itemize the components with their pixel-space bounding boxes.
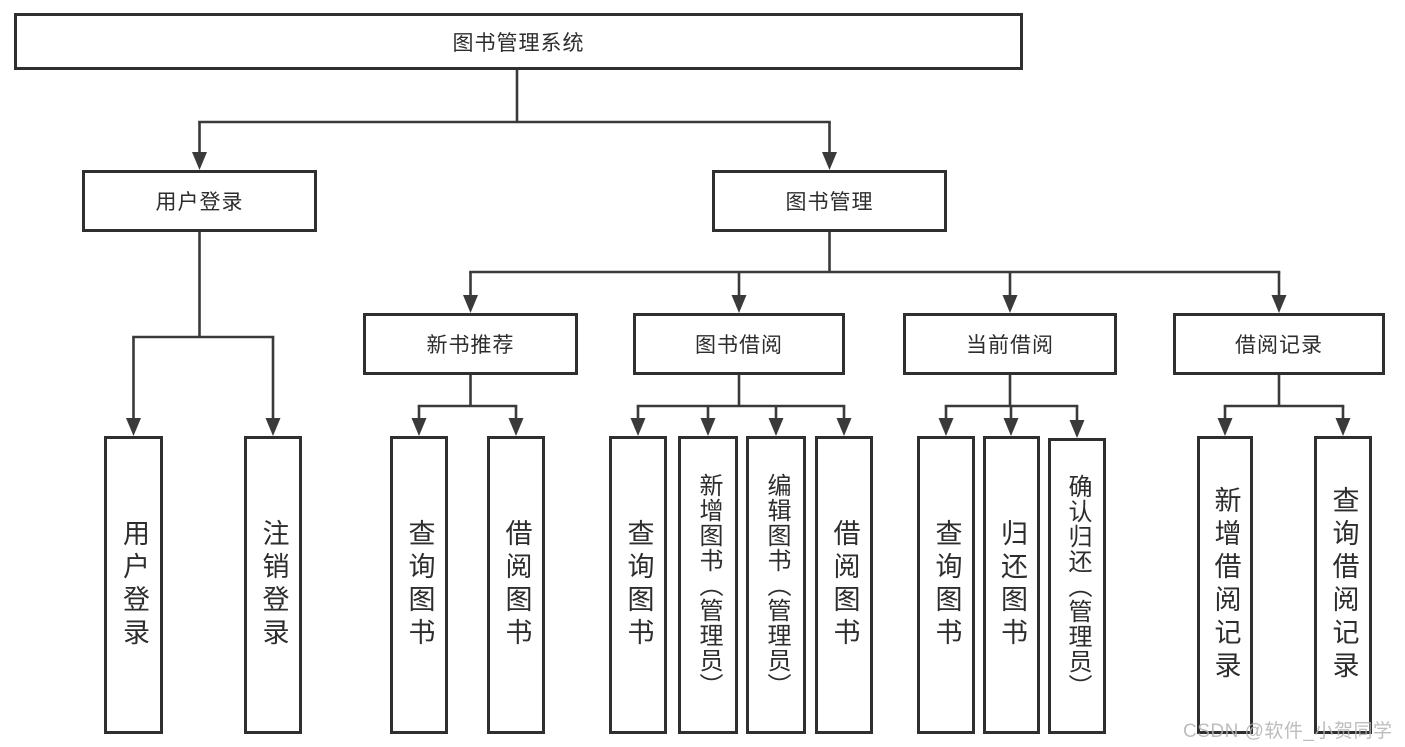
node-borrow-records-label: 借阅记录 xyxy=(1235,334,1323,357)
node-current-borrow: 当前借阅 xyxy=(903,313,1117,375)
leaf-query-borrow-record: 查询借阅记录 xyxy=(1314,436,1372,734)
leaf-edit-books-admin: 编辑图书（管理员） xyxy=(746,436,806,734)
arrowhead-down-icon xyxy=(1217,418,1233,436)
arrowhead-down-icon xyxy=(463,295,478,313)
leaf-add-books-admin-label: 新增图书（管理员） xyxy=(695,472,722,698)
leaf-add-books-admin: 新增图书（管理员） xyxy=(678,436,738,734)
arrowhead-down-icon xyxy=(938,418,954,436)
leaf-confirm-return-admin: 确认归还（管理员） xyxy=(1048,438,1106,734)
node-root-label: 图书管理系统 xyxy=(452,31,585,55)
leaf-borrow-books: 借阅图书 xyxy=(815,436,873,734)
node-root: 图书管理系统 xyxy=(14,13,1023,70)
arrowhead-down-icon xyxy=(1335,418,1351,436)
arrowhead-down-icon xyxy=(411,418,427,436)
leaf-add-borrow-record-label: 新增借阅记录 xyxy=(1210,486,1241,684)
watermark: CSDN @软件_小贺同学 xyxy=(1183,721,1393,742)
node-user-login: 用户登录 xyxy=(82,170,317,232)
arrowhead-down-icon xyxy=(822,152,837,170)
arrowhead-down-icon xyxy=(192,152,207,170)
leaf-edit-books-admin-label: 编辑图书（管理员） xyxy=(763,472,790,698)
arrowhead-down-icon xyxy=(265,418,281,436)
leaf-query-books-recommend-label: 查询图书 xyxy=(404,519,435,651)
node-book-borrow-label: 图书借阅 xyxy=(695,334,783,357)
leaf-return-books-label: 归还图书 xyxy=(997,519,1027,651)
node-user-login-label: 用户登录 xyxy=(155,191,244,214)
arrowhead-down-icon xyxy=(731,295,747,313)
leaf-query-books-current: 查询图书 xyxy=(917,436,975,734)
arrowhead-down-icon xyxy=(508,418,524,436)
leaf-query-books-current-label: 查询图书 xyxy=(931,519,962,651)
arrowhead-down-icon xyxy=(700,418,716,436)
leaf-return-books: 归还图书 xyxy=(983,436,1040,734)
node-borrow-records: 借阅记录 xyxy=(1173,313,1385,375)
node-book-management-label: 图书管理 xyxy=(785,191,874,214)
node-book-management: 图书管理 xyxy=(712,170,947,232)
arrowhead-down-icon xyxy=(630,418,646,436)
arrowhead-down-icon xyxy=(126,418,141,436)
leaf-borrow-books-recommend-label: 借阅图书 xyxy=(501,519,532,651)
arrowhead-down-icon xyxy=(1003,418,1019,436)
leaf-query-books-borrow: 查询图书 xyxy=(609,436,667,734)
node-new-book-recommend: 新书推荐 xyxy=(363,313,578,375)
arrowhead-down-icon xyxy=(1002,295,1018,313)
leaf-add-borrow-record: 新增借阅记录 xyxy=(1197,436,1253,734)
leaf-logout-label: 注销登录 xyxy=(258,519,289,651)
leaf-borrow-books-recommend: 借阅图书 xyxy=(487,436,545,734)
leaf-query-books-recommend: 查询图书 xyxy=(390,436,448,734)
node-current-borrow-label: 当前借阅 xyxy=(966,334,1054,357)
node-book-borrow: 图书借阅 xyxy=(633,313,845,375)
leaf-query-borrow-record-label: 查询借阅记录 xyxy=(1328,486,1359,684)
arrowhead-down-icon xyxy=(836,418,852,436)
leaf-logout: 注销登录 xyxy=(244,436,302,734)
leaf-confirm-return-admin-label: 确认归还（管理员） xyxy=(1064,473,1091,699)
leaf-user-login: 用户登录 xyxy=(104,436,163,734)
leaf-borrow-books-label: 借阅图书 xyxy=(829,519,860,651)
arrowhead-down-icon xyxy=(768,418,784,436)
node-new-book-recommend-label: 新书推荐 xyxy=(426,334,515,357)
arrowhead-down-icon xyxy=(1069,420,1085,438)
arrowhead-down-icon xyxy=(1271,295,1287,313)
leaf-user-login-label: 用户登录 xyxy=(119,519,149,651)
leaf-query-books-borrow-label: 查询图书 xyxy=(623,519,654,651)
